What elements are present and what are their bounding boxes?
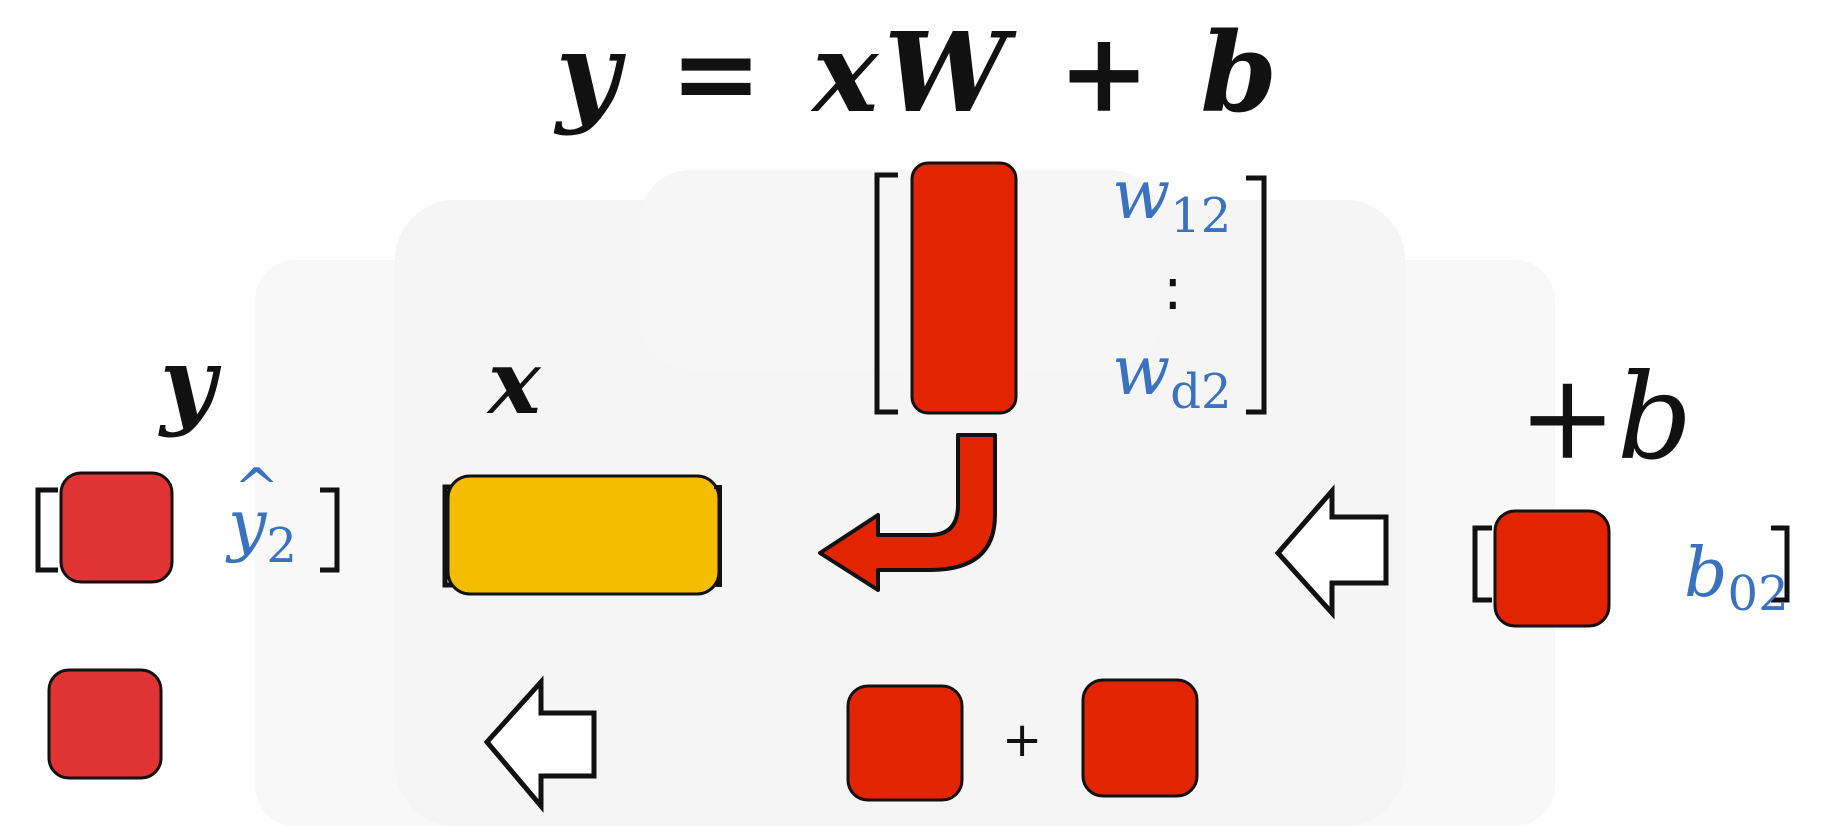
y-hat-entry: y^2 <box>228 462 297 571</box>
sum-plus-sign: + <box>1002 712 1043 768</box>
x-right-bracket <box>714 485 722 587</box>
bias-term-cell <box>1081 678 1199 798</box>
y-label: y <box>160 326 216 439</box>
y-left-bracket <box>35 487 58 573</box>
hat-accent: ^ <box>234 457 280 520</box>
y-hat-symbol: y^ <box>228 462 279 560</box>
watermark-panel-inner <box>395 200 1405 826</box>
output-cell <box>59 471 174 584</box>
wd2-entry: wd2 <box>1112 338 1231 417</box>
x-left-bracket <box>442 484 452 588</box>
weight-column-cell <box>910 161 1018 415</box>
b02-subscript: 02 <box>1727 566 1789 622</box>
wd2-symbol: w <box>1112 332 1171 411</box>
w12-symbol: w <box>1112 156 1171 235</box>
y-right-bracket <box>320 487 340 573</box>
b-right-bracket <box>1771 525 1790 603</box>
equation-title: y = xW + b <box>555 8 1284 137</box>
plus-b-label: +b <box>1518 348 1693 486</box>
w-right-bracket <box>1246 175 1267 415</box>
hollow-left-arrow-icon <box>1274 484 1389 620</box>
b02-entry: b02 <box>1684 540 1789 619</box>
x-row-vector <box>446 474 721 596</box>
output-cell-result <box>47 668 163 780</box>
y-hat-subscript: 2 <box>266 518 297 574</box>
w12-entry: w12 <box>1112 162 1231 241</box>
w-left-bracket <box>874 172 898 415</box>
y-hat-letter: y <box>228 486 267 565</box>
curved-arrow-icon <box>818 433 997 592</box>
hollow-left-arrow-bottom-icon <box>483 675 597 813</box>
w12-subscript: 12 <box>1170 188 1232 244</box>
product-cell <box>846 684 964 802</box>
bias-cell <box>1493 509 1611 628</box>
x-label: x <box>488 330 541 434</box>
watermark-blob <box>640 170 1160 370</box>
b-left-bracket <box>1472 525 1492 603</box>
wd2-subscript: d2 <box>1170 364 1232 420</box>
vertical-ellipsis: : <box>1163 255 1183 323</box>
b02-symbol: b <box>1684 534 1728 613</box>
